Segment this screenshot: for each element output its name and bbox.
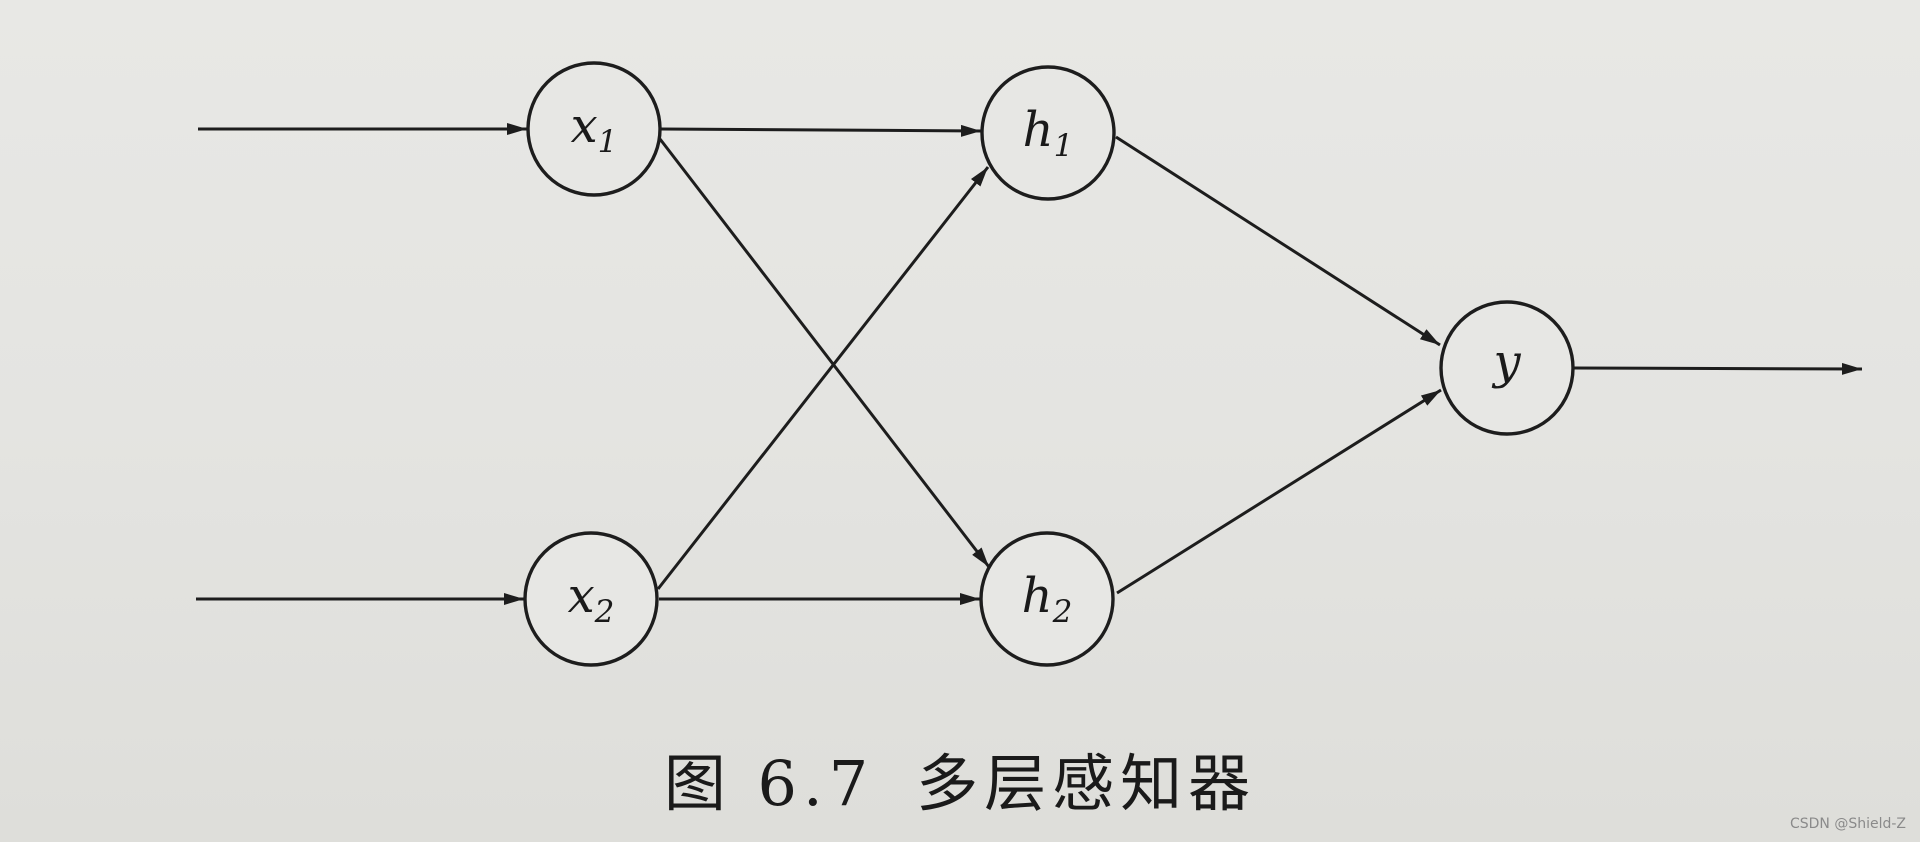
- watermark: CSDN @Shield-Z: [1789, 816, 1906, 832]
- node-x2-label: x2: [568, 568, 615, 630]
- node-x2: x2: [523, 531, 659, 667]
- node-h1-circle: [980, 65, 1116, 201]
- node-x1-circle: [526, 61, 662, 197]
- edge-h1-y: [1115, 135, 1441, 347]
- node-x2-circle: [523, 531, 659, 667]
- node-h1: h1: [980, 65, 1116, 201]
- node-y-circle: [1439, 300, 1575, 436]
- edge-x1-h1: [660, 124, 982, 137]
- node-h2-label: h2: [1022, 568, 1073, 630]
- node-h2-circle: [979, 531, 1115, 667]
- node-x1-label: x1: [571, 98, 618, 160]
- node-y-label: y: [1491, 334, 1521, 390]
- edge-h2-y: [1116, 388, 1442, 595]
- node-h1-label: h1: [1023, 102, 1074, 164]
- node-x1: x1: [526, 61, 662, 197]
- edge-x1-h2: [658, 138, 991, 568]
- node-h2: h2: [979, 531, 1115, 667]
- edge-x2-h1: [656, 166, 990, 590]
- figure-caption: 图 6.7 多层感知器: [0, 733, 1920, 823]
- output-arrow-y: [1572, 362, 1863, 375]
- figure-title: 多层感知器: [916, 747, 1257, 820]
- figure-number: 图 6.7: [663, 747, 875, 820]
- node-y: y: [1439, 300, 1575, 436]
